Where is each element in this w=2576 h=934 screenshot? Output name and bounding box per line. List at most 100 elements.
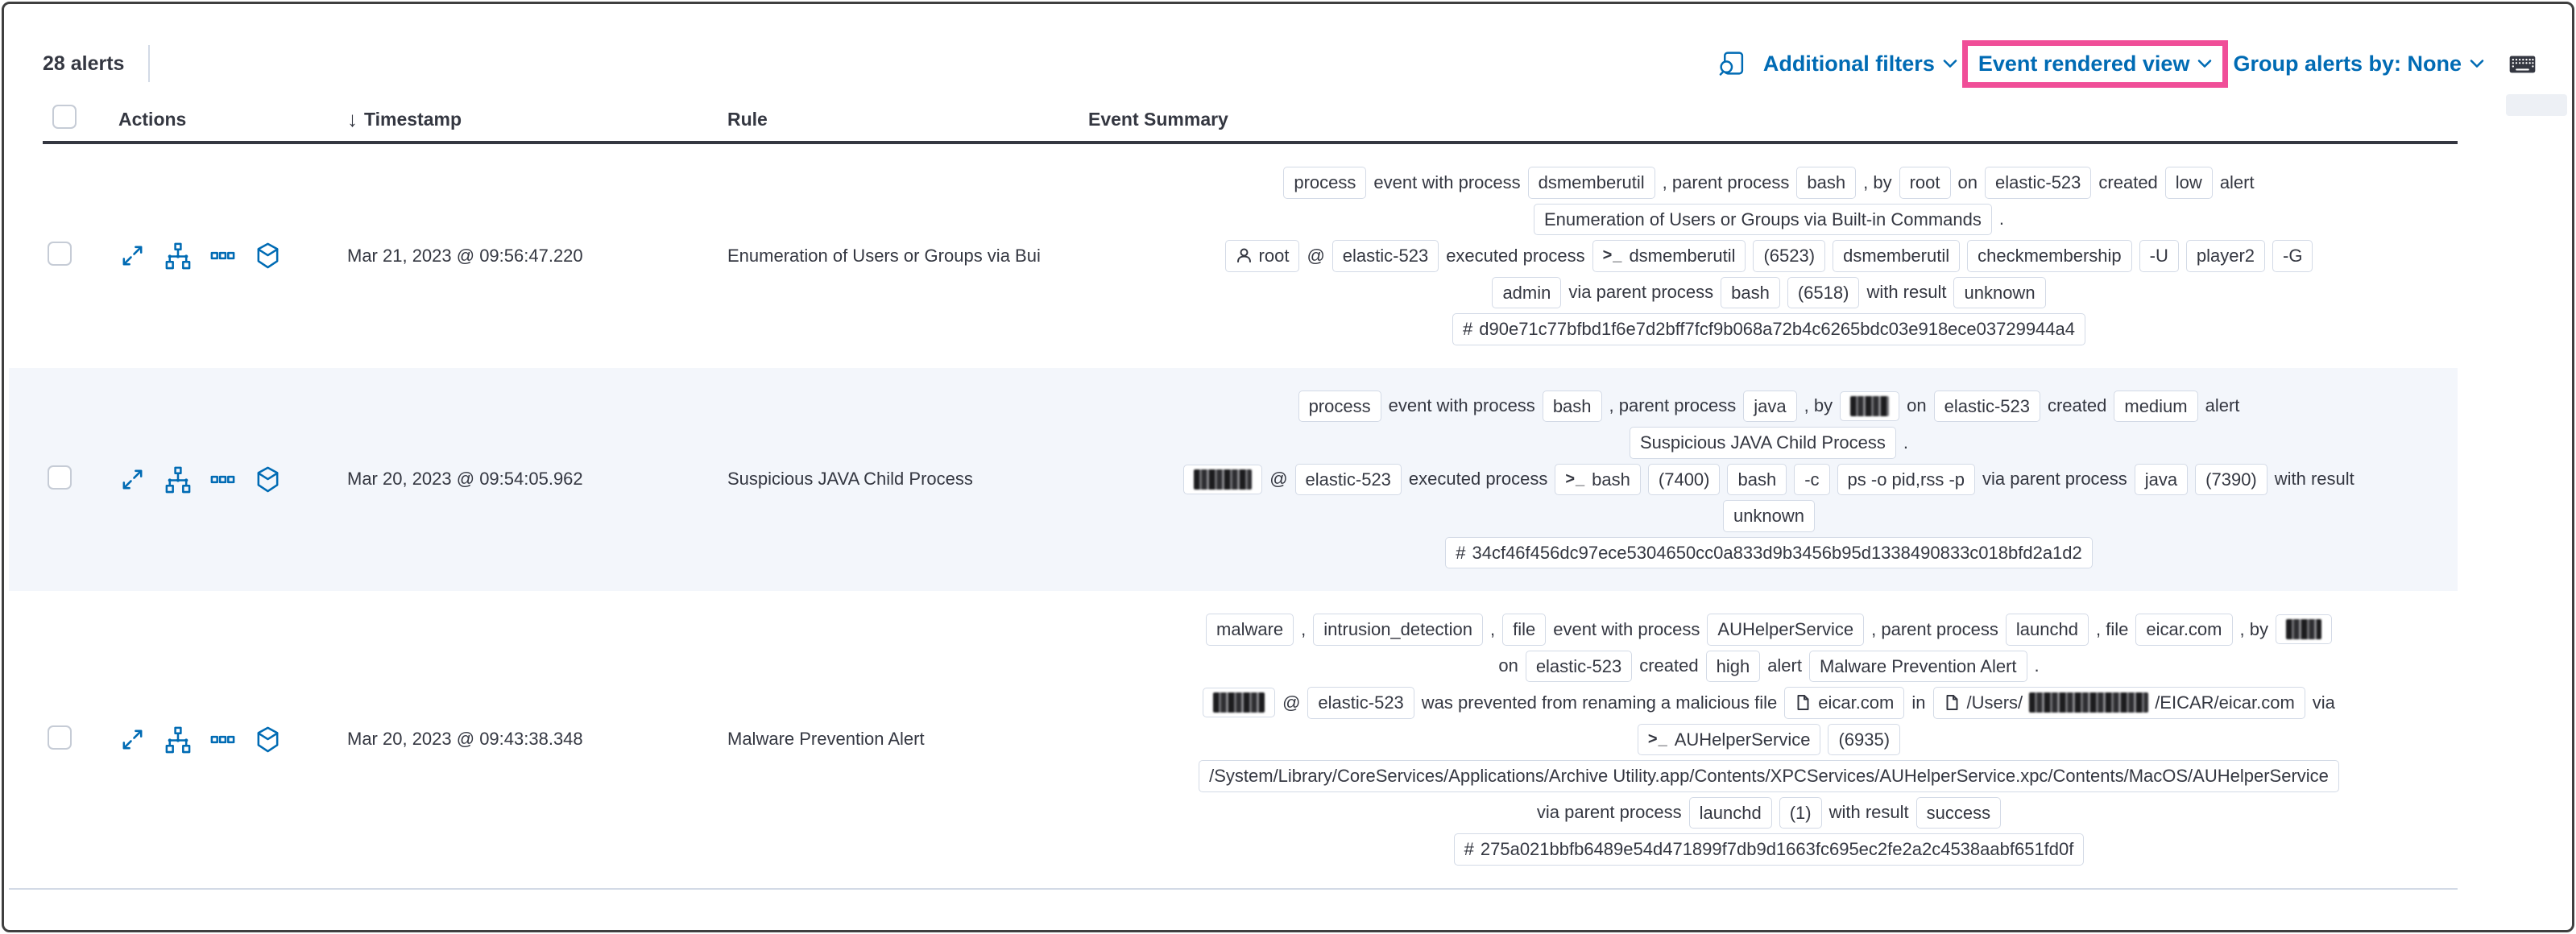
summary-text: via parent process (1568, 282, 1714, 303)
value-badge[interactable]: success (1915, 796, 2002, 829)
summary-line: unknown (1080, 500, 2458, 532)
value-badge[interactable]: elastic-523 (1294, 463, 1402, 495)
value-badge[interactable]: admin (1492, 276, 1562, 308)
value-badge[interactable]: eicar.com (2135, 614, 2233, 646)
value-badge[interactable] (2275, 614, 2332, 645)
row-checkbox[interactable] (48, 465, 72, 490)
value-badge[interactable]: dsmemberutil (1527, 167, 1655, 199)
expand-alert-icon[interactable] (118, 465, 147, 494)
additional-filters-button[interactable]: Additional filters (1763, 52, 1957, 76)
value-badge[interactable]: (7400) (1647, 463, 1721, 495)
alert-count: 28 alerts (43, 52, 125, 75)
value-badge[interactable]: root (1899, 167, 1951, 199)
view-selector-button[interactable]: Event rendered view (1978, 52, 2213, 76)
value-badge[interactable]: file (1502, 614, 1547, 646)
value-badge[interactable]: root (1224, 240, 1300, 272)
expand-alert-icon[interactable] (118, 725, 147, 754)
value-badge[interactable]: ps -o pid,rss -p (1837, 463, 1976, 495)
value-badge[interactable]: #d90e71c77bfbd1f6e7d2bff7fcf9b068a72b4c6… (1452, 313, 2085, 345)
value-badge[interactable]: eicar.com (1784, 687, 1905, 719)
value-badge[interactable]: player2 (2185, 240, 2266, 272)
inspect-icon[interactable] (1717, 50, 1746, 78)
value-badge[interactable]: elastic-523 (1985, 167, 2092, 199)
value-badge[interactable]: unknown (1722, 500, 1816, 532)
summary-text: via parent process (1536, 802, 1682, 823)
value-badge[interactable]: high (1705, 650, 1761, 682)
value-badge[interactable]: bash (1542, 390, 1602, 422)
value-badge[interactable]: >_bash (1555, 463, 1641, 495)
session-view-icon[interactable] (254, 465, 282, 494)
value-badge[interactable]: intrusion_detection (1313, 614, 1483, 646)
row-checkbox[interactable] (48, 242, 72, 267)
summary-text: event with process (1373, 172, 1521, 192)
value-badge[interactable]: /System/Library/CoreServices/Application… (1199, 760, 2339, 792)
value-badge[interactable]: elastic-523 (1525, 650, 1633, 682)
summary-text: . (2034, 655, 2040, 676)
value-badge[interactable]: checkmembership (1967, 240, 2132, 272)
more-actions-icon[interactable] (209, 242, 237, 270)
value-badge[interactable]: process (1298, 390, 1381, 422)
value-badge[interactable]: Malware Prevention Alert (1808, 650, 2027, 682)
group-alerts-by-button[interactable]: Group alerts by: None (2233, 52, 2484, 76)
value-badge[interactable]: (6935) (1828, 723, 1901, 755)
row-actions (101, 242, 336, 270)
value-badge[interactable]: unknown (1953, 276, 2046, 308)
value-badge[interactable]: launchd (2005, 614, 2089, 646)
value-badge[interactable]: bash (1796, 167, 1857, 199)
group-alerts-by-label: Group alerts by: None (2233, 51, 2462, 76)
alerts-table-body: Mar 21, 2023 @ 09:56:47.220 Enumeration o… (9, 144, 2458, 890)
summary-text: , by (2239, 618, 2268, 639)
value-badge[interactable] (1183, 464, 1263, 494)
row-checkbox[interactable] (48, 725, 72, 750)
value-badge[interactable]: malware (1206, 614, 1294, 646)
file-icon (1944, 694, 1961, 711)
value-badge[interactable]: >_dsmemberutil (1592, 240, 1746, 272)
value-badge[interactable]: elastic-523 (1933, 390, 2040, 422)
value-badge[interactable]: Suspicious JAVA Child Process (1630, 427, 1896, 459)
scroll-track[interactable] (2506, 94, 2567, 116)
value-badge[interactable]: Enumeration of Users or Groups via Built… (1533, 203, 1992, 235)
summary-text: alert (2219, 172, 2255, 192)
value-badge[interactable]: java (2134, 463, 2189, 495)
value-badge[interactable]: >_AUHelperService (1637, 723, 1821, 755)
summary-text: @ (1282, 692, 1301, 713)
value-badge[interactable]: bash (1721, 276, 1780, 308)
value-badge[interactable] (1203, 688, 1276, 718)
value-badge[interactable]: medium (2114, 390, 2198, 422)
value-badge[interactable]: process (1283, 167, 1367, 199)
value-badge[interactable]: (1) (1779, 796, 1822, 829)
analyzer-icon[interactable] (164, 465, 192, 494)
value-badge[interactable]: (7390) (2195, 463, 2267, 495)
keyboard-icon[interactable] (2508, 50, 2537, 78)
value-badge[interactable]: -G (2272, 240, 2313, 272)
select-all-checkbox[interactable] (52, 105, 77, 129)
value-badge[interactable]: elastic-523 (1331, 240, 1439, 272)
value-badge[interactable]: (6518) (1787, 276, 1860, 308)
value-badge[interactable]: -U (2139, 240, 2179, 272)
value-badge[interactable]: launchd (1688, 796, 1772, 829)
value-badge[interactable]: dsmemberutil (1833, 240, 1961, 272)
value-badge[interactable] (1840, 391, 1900, 421)
more-actions-icon[interactable] (209, 725, 237, 754)
more-actions-icon[interactable] (209, 465, 237, 494)
value-badge[interactable]: AUHelperService (1707, 614, 1865, 646)
value-badge[interactable]: elastic-523 (1307, 687, 1414, 719)
analyzer-icon[interactable] (164, 242, 192, 270)
value-badge[interactable]: bash (1727, 463, 1787, 495)
value-badge[interactable]: #34cf46f456dc97ece5304650cc0a833d9b3456b… (1445, 536, 2093, 568)
alerts-toolbar: 28 alerts Additional filters Event rende… (43, 35, 2537, 93)
value-badge[interactable]: -c (1794, 463, 1830, 495)
value-badge[interactable]: /Users//EICAR/eicar.com (1932, 687, 2305, 719)
value-badge[interactable]: (6523) (1753, 240, 1826, 272)
timestamp: Mar 21, 2023 @ 09:56:47.220 (347, 245, 583, 266)
session-view-icon[interactable] (254, 242, 282, 270)
value-badge[interactable]: java (1743, 390, 1797, 422)
column-header-timestamp[interactable]: ↓ Timestamp (336, 107, 721, 132)
value-badge[interactable]: low (2164, 167, 2213, 199)
analyzer-icon[interactable] (164, 725, 192, 754)
expand-alert-icon[interactable] (118, 242, 147, 270)
session-view-icon[interactable] (254, 725, 282, 754)
value-badge[interactable]: #275a021bbfb6489e54d471899f7db9d1663fc69… (1453, 833, 2085, 866)
